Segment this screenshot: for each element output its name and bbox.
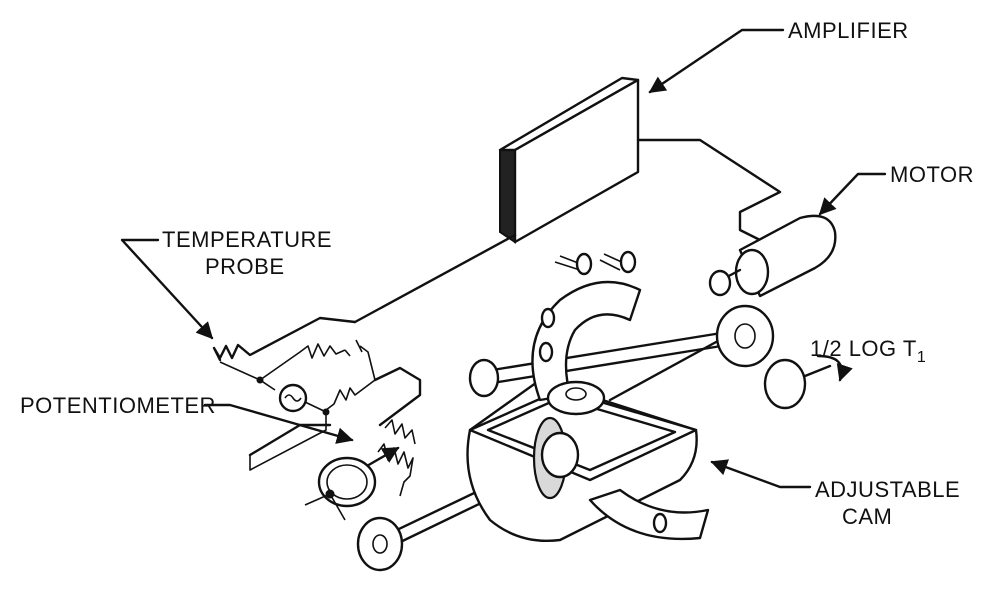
motor-label: MOTOR xyxy=(890,162,974,187)
amplifier-box xyxy=(498,76,640,244)
amplifier-leader-arrow xyxy=(648,28,785,94)
temperature-probe-label-line2: PROBE xyxy=(205,254,285,279)
rotation-arrow xyxy=(816,354,853,382)
adjustable-cam-leader-arrow xyxy=(710,459,812,489)
log-t-subscript: 1 xyxy=(917,349,926,366)
adjustment-screws xyxy=(538,250,668,534)
circuit-network xyxy=(212,316,422,471)
potentiometer-leader-arrow xyxy=(203,403,354,444)
motor-leader-arrow xyxy=(818,172,887,216)
amplifier-label: AMPLIFIER xyxy=(788,18,909,43)
cam-center-gear xyxy=(546,380,606,416)
gears xyxy=(356,304,832,572)
log-t-label: 1/2 LOG T1 xyxy=(810,336,926,366)
cam-drive-gear xyxy=(540,431,580,479)
left-bottom-gear xyxy=(356,516,404,572)
temperature-probe-leader-arrow xyxy=(120,238,214,340)
right-small-gear xyxy=(763,358,807,410)
potentiometer-label: POTENTIOMETER xyxy=(20,393,216,418)
right-large-gear xyxy=(715,304,775,368)
adjustable-cam-label-line2: CAM xyxy=(842,504,892,529)
cam-upper-arc xyxy=(531,280,642,402)
motor-pinion-gear xyxy=(708,269,732,297)
adjustable-cam xyxy=(466,280,710,542)
adjustable-cam-label-line1: ADJUSTABLE xyxy=(815,477,960,502)
cam-lower-arc xyxy=(588,488,710,541)
signal-wires xyxy=(248,138,782,457)
potentiometer xyxy=(304,443,414,521)
temperature-probe-label-line1: TEMPERATURE xyxy=(162,227,332,252)
motor xyxy=(708,214,837,298)
